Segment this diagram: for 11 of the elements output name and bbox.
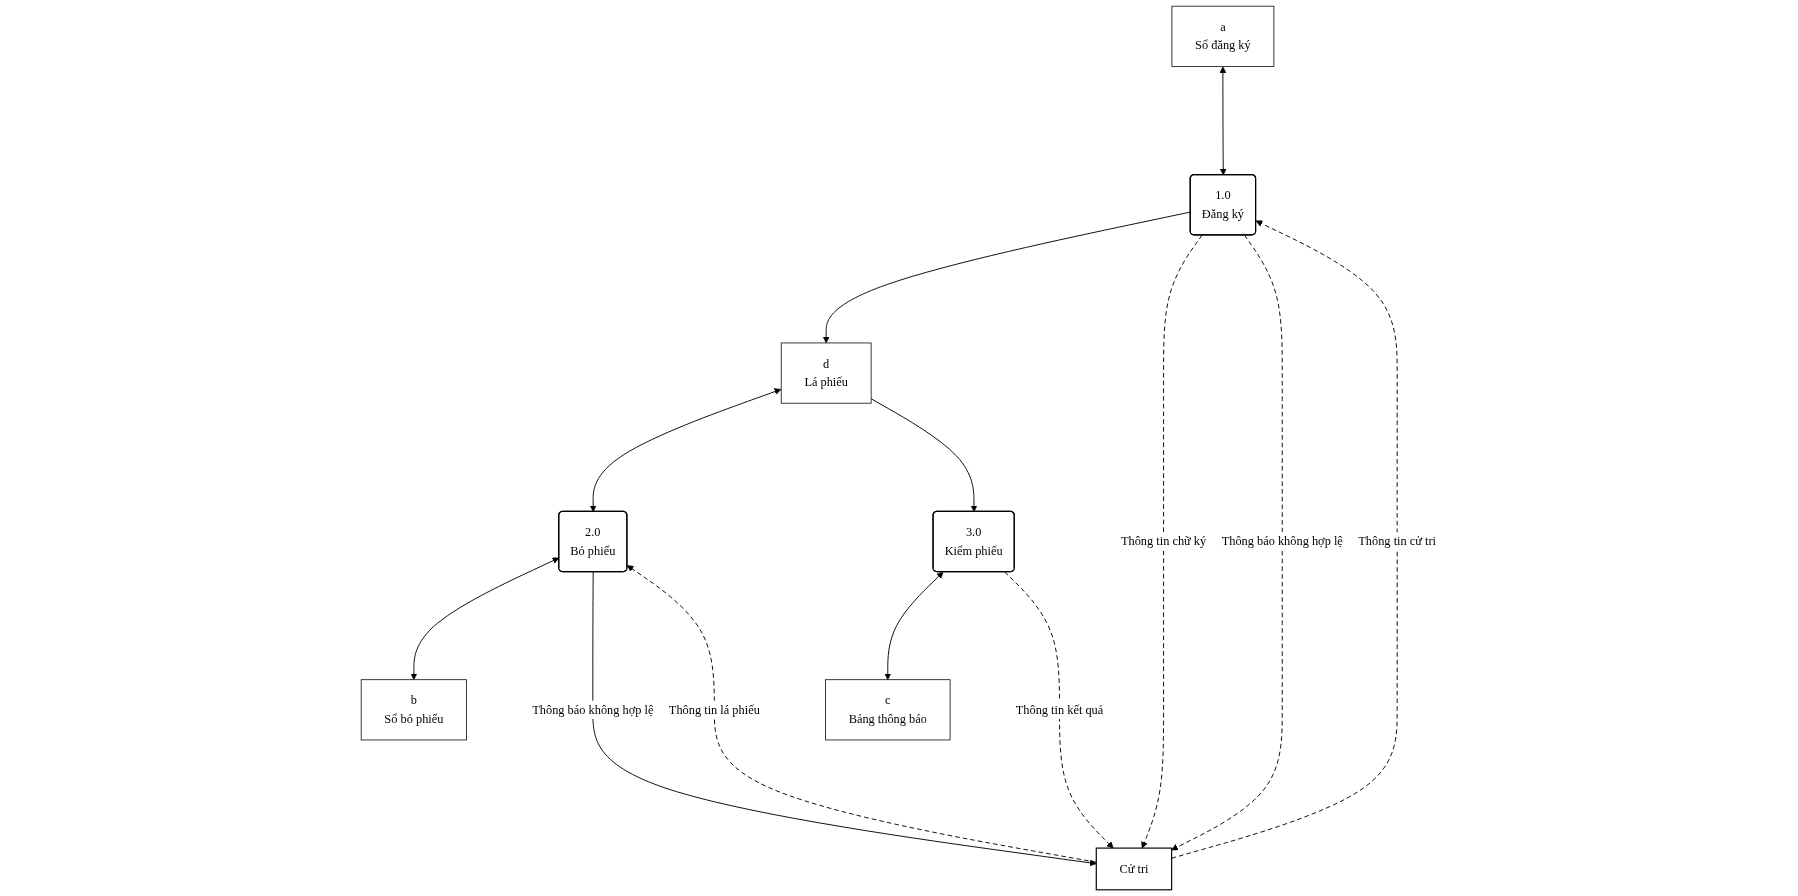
edge-label: Thông báo không hợp lệ bbox=[1222, 534, 1344, 548]
edge-label: Thông tin kết quả bbox=[1016, 702, 1104, 717]
node-box: Cử tri bbox=[1096, 847, 1173, 891]
edge-label: Thông tin cử tri bbox=[1358, 534, 1437, 548]
edge-label: Thông tin chữ ký bbox=[1121, 534, 1207, 548]
node-box: a Sổ đăng ký bbox=[1171, 5, 1275, 67]
node-box: b Sổ bỏ phiếu bbox=[361, 679, 468, 741]
edge-label: Thông tin lá phiếu bbox=[669, 702, 761, 717]
node-box: d Lá phiếu bbox=[781, 342, 872, 404]
edge-label: Thông báo không hợp lệ bbox=[532, 702, 654, 717]
node-box: c Bảng thông báo bbox=[825, 679, 951, 741]
